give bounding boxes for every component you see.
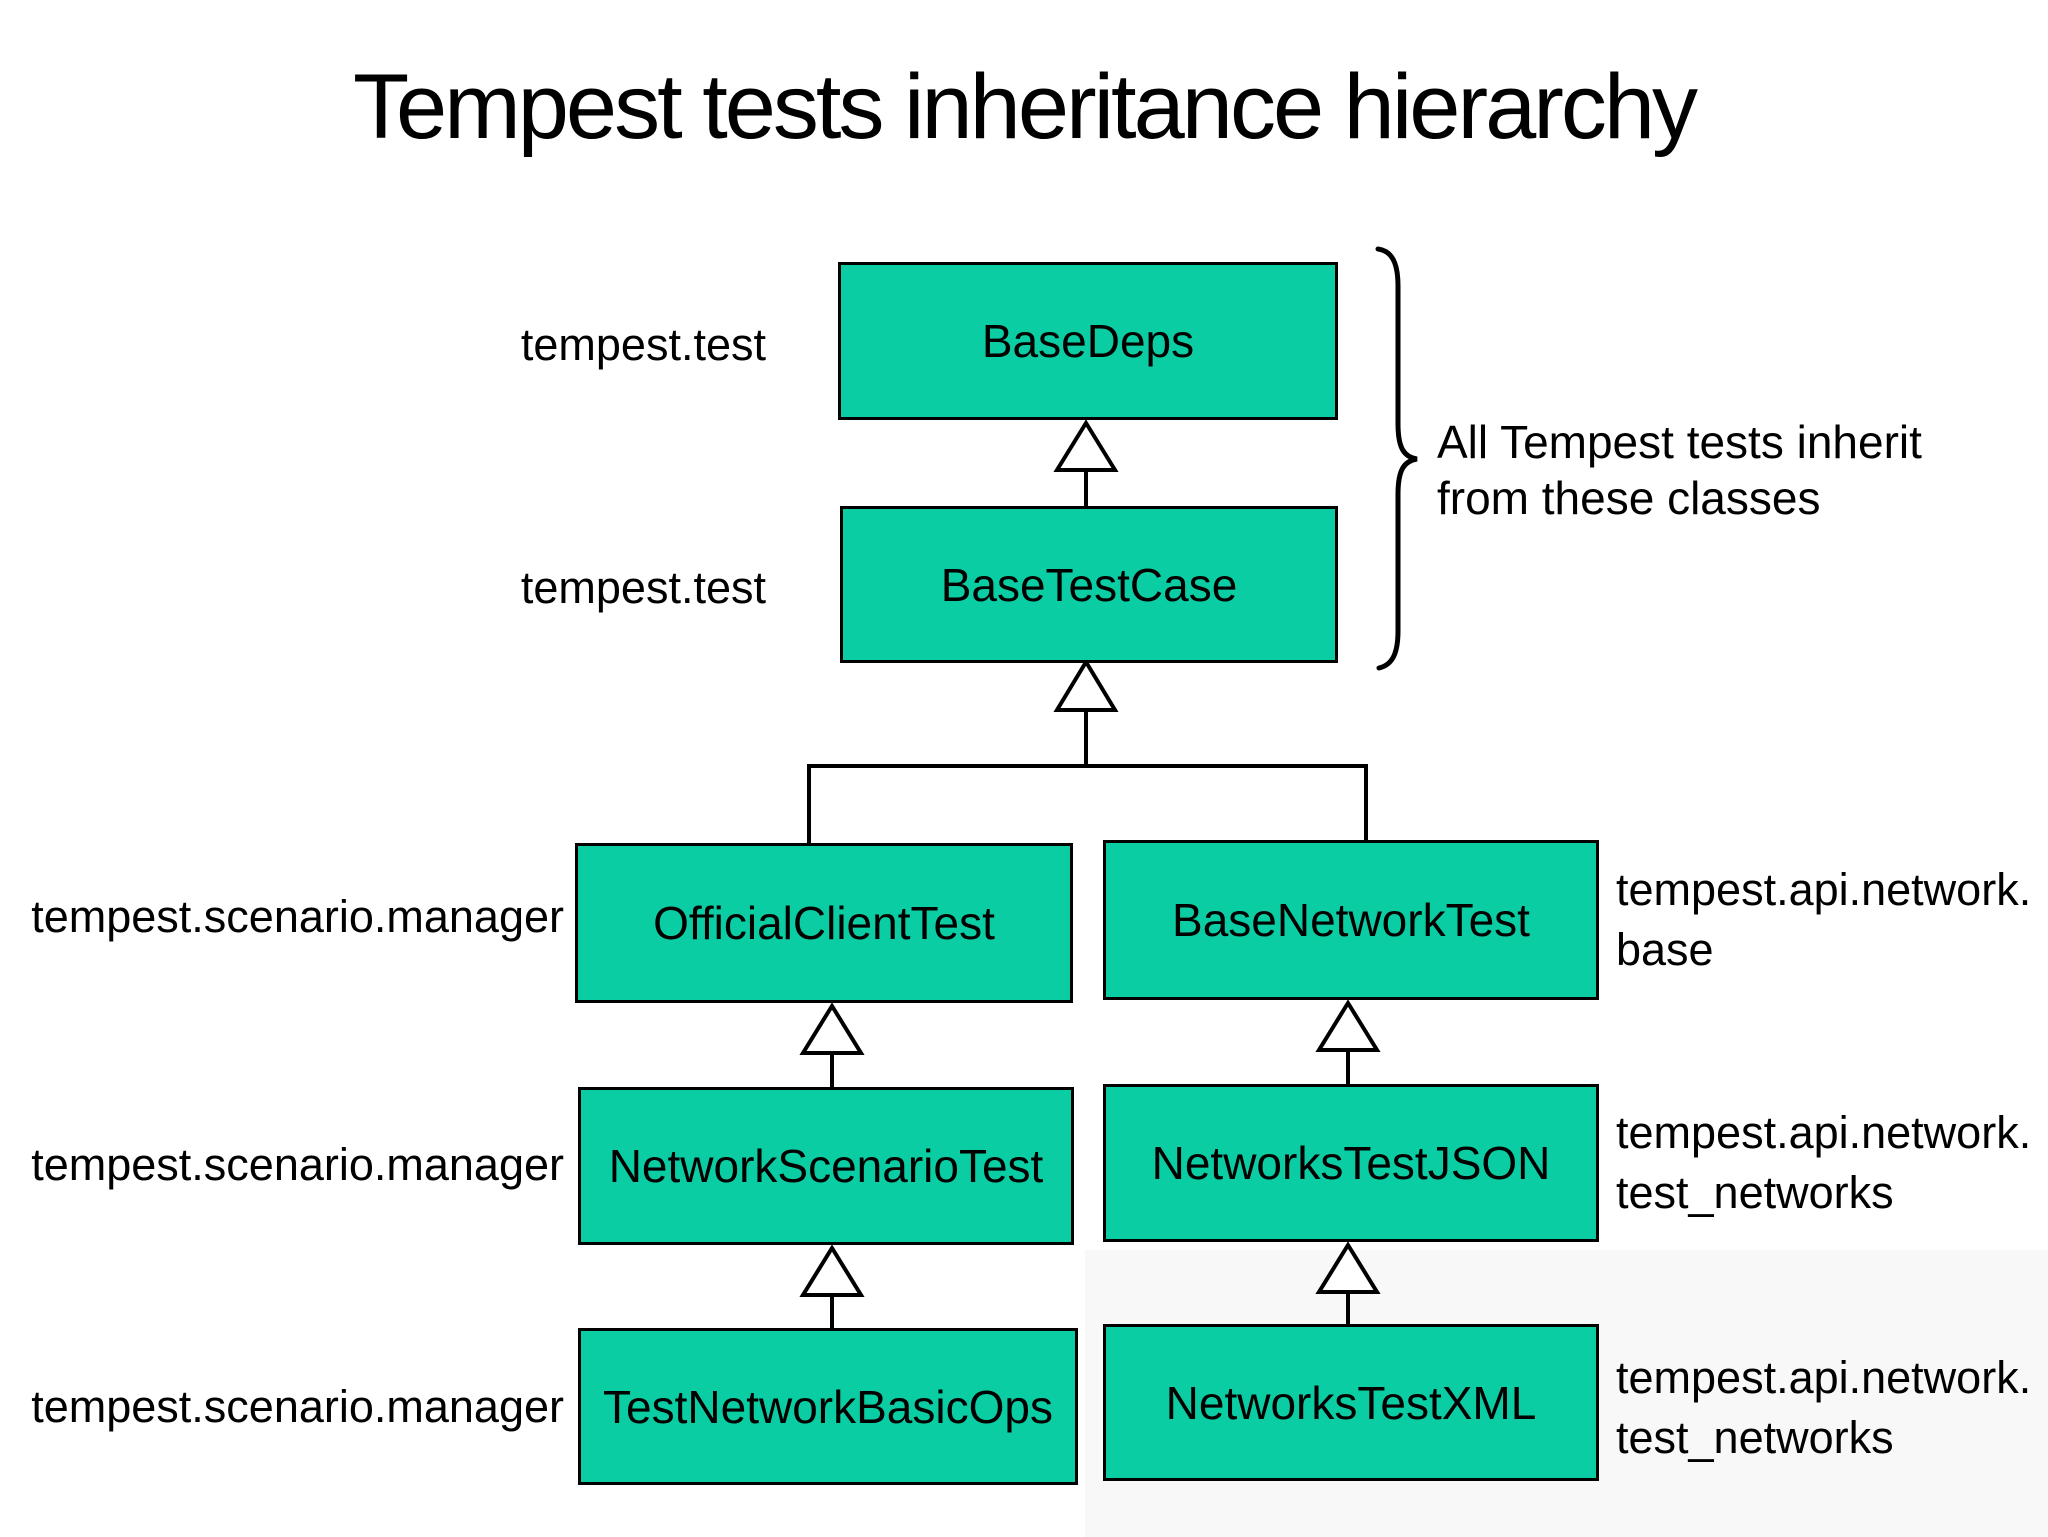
module-label-line: test_networks [1616,1167,1894,1218]
module-label-line: test_networks [1616,1412,1894,1463]
class-label-basetestcase: BaseTestCase [940,558,1238,611]
inheritance-triangle-basedeps [1053,419,1119,472]
class-box-officialclienttest: OfficialClientTest [575,843,1073,1003]
class-label-officialclienttest: OfficialClientTest [653,897,995,949]
module-label-line: tempest.api.network. [1616,1107,2032,1158]
brace-annotation-line2: from these classes [1437,472,1821,524]
class-box-testnetworkbasicops: TestNetworkBasicOps [578,1328,1078,1485]
inheritance-triangle-basenetworktest [1315,999,1381,1052]
class-box-basedeps: BaseDeps [838,262,1338,420]
module-label-testnetworkbasicops: tempest.scenario.manager [31,1381,564,1432]
module-label-networkscenariotest: tempest.scenario.manager [31,1139,564,1190]
module-label-officialclienttest: tempest.scenario.manager [31,891,564,942]
diagram-title: Tempest tests inheritance hierarchy [352,56,1698,158]
module-label-basetestcase: tempest.test [520,562,766,613]
brace-annotation-line1: All Tempest tests inherit [1437,416,1922,468]
module-label-basedeps: tempest.test [520,319,766,370]
class-box-networkscenariotest: NetworkScenarioTest [578,1087,1074,1245]
module-label-line: tempest.api.network. [1616,864,2032,915]
module-label-networkstestjson: tempest.api.network. test_networks [1616,1103,2031,1223]
class-label-basedeps: BaseDeps [981,315,1195,367]
class-label-networkstestjson: NetworksTestJSON [1151,1137,1551,1189]
class-box-networkstestjson: NetworksTestJSON [1103,1084,1599,1242]
class-label-basenetworktest: BaseNetworkTest [1172,894,1530,946]
brace-annotation: All Tempest tests inherit from these cla… [1437,414,1922,526]
inheritance-triangle-officialclienttest [799,1002,865,1055]
inheritance-triangle-basetestcase [1053,658,1119,712]
class-box-basenetworktest: BaseNetworkTest [1103,840,1599,1000]
class-label-networkscenariotest: NetworkScenarioTest [608,1140,1044,1192]
module-label-networkstestxml: tempest.api.network. test_networks [1616,1348,2031,1468]
class-label-testnetworkbasicops: TestNetworkBasicOps [603,1380,1053,1433]
module-label-line: tempest.api.network. [1616,1352,2032,1403]
module-label-line: base [1616,924,1714,975]
inheritance-triangle-networkscenariotest [799,1244,865,1297]
edge-split-to-children [807,764,1368,843]
module-label-basenetworktest: tempest.api.network. base [1616,860,2031,980]
class-box-basetestcase: BaseTestCase [840,506,1338,663]
class-box-networkstestxml: NetworksTestXML [1103,1324,1599,1481]
class-label-networkstestxml: NetworksTestXML [1165,1376,1537,1429]
brace-icon [1375,246,1418,671]
